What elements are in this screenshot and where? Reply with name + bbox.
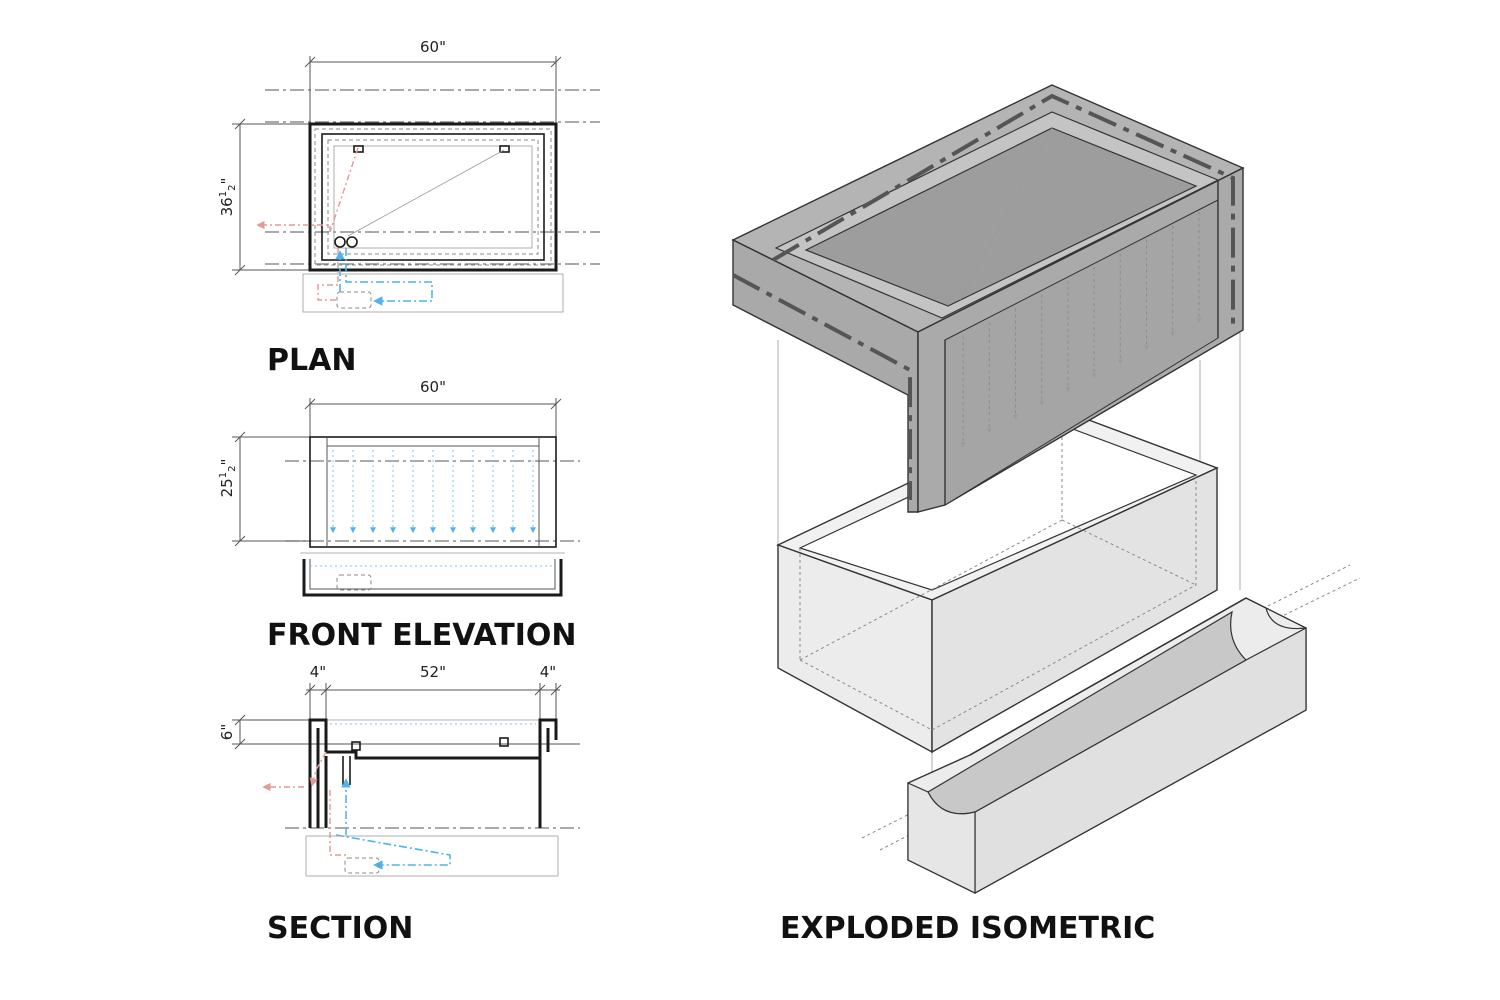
- plan-diagonal-line: [347, 149, 505, 237]
- section-title: SECTION: [267, 911, 413, 946]
- elevation-tick: [550, 398, 562, 410]
- elevation-water-curtain: [330, 450, 536, 534]
- plan-trough-outline: [302, 273, 564, 313]
- plan-pump-symbol: [336, 291, 372, 309]
- section-tick: [534, 684, 546, 696]
- plan-basin-edge: [327, 139, 539, 255]
- section-spout-fitting: [499, 737, 509, 747]
- plan-overflow-return: [317, 248, 339, 301]
- elevation-tick: [304, 398, 316, 410]
- section-tick: [320, 684, 332, 696]
- elevation-height-label: 2512": [218, 459, 238, 498]
- front-elevation-title: FRONT ELEVATION: [267, 618, 577, 653]
- elevation-pump-symbol: [336, 574, 372, 591]
- elevation-tick: [234, 431, 246, 443]
- plan-drain-circle: [346, 236, 358, 248]
- exploded-isometric-view: EXPLODED ISOMETRIC: [731, 84, 1361, 946]
- plan-tick: [304, 56, 316, 68]
- iso-cap-basin-floor: [804, 127, 1198, 307]
- section-overflow-return: [329, 790, 346, 856]
- iso-tub-hidden-edge: [931, 584, 1197, 731]
- section-right-width-label: 4": [540, 663, 556, 681]
- iso-trough-back-edge: [969, 597, 1247, 756]
- iso-cap-centerline: [771, 93, 1235, 330]
- iso-cap-diagonal: [959, 127, 1053, 301]
- section-middle-width-label: 52": [420, 663, 446, 681]
- section-right-wall: [538, 718, 558, 828]
- iso-water-streams: [960, 211, 1202, 448]
- iso-trough-far-end: [1245, 597, 1307, 630]
- section-pump-symbol: [344, 857, 380, 874]
- plan-outer-wall: [308, 122, 558, 272]
- svg-text:6": 6": [218, 724, 236, 740]
- plan-title: PLAN: [267, 343, 356, 378]
- plan-drain-circle: [334, 236, 346, 248]
- iso-cap: [731, 84, 1245, 513]
- plan-depth-label: 3612": [218, 178, 238, 217]
- plan-wall-hidden-line: [314, 128, 552, 266]
- plan-basin-floor: [333, 145, 533, 249]
- plan-tick: [234, 264, 246, 276]
- elevation-width-label: 60": [420, 378, 446, 396]
- elevation-front-face: [309, 436, 557, 548]
- plan-spout-fitting: [353, 145, 364, 153]
- section-left-wall: [308, 718, 328, 828]
- elevation-trough: [302, 559, 563, 597]
- plan-spout-fitting: [499, 145, 510, 153]
- section-tick: [234, 738, 246, 750]
- exploded-isometric-title: EXPLODED ISOMETRIC: [780, 911, 1155, 946]
- plan-overflow-arrow: [256, 220, 331, 232]
- section-overflow-path: [309, 751, 327, 787]
- plan-tick: [234, 118, 246, 130]
- svg-text:2512": 2512": [218, 459, 238, 498]
- section-view: 4" 52" 4" 6" SECTION: [218, 663, 580, 946]
- iso-tub-front-face: [931, 466, 1218, 754]
- section-tick: [304, 684, 316, 696]
- section-left-width-label: 4": [310, 663, 326, 681]
- iso-trough: [861, 564, 1361, 895]
- iso-tub: [776, 409, 1219, 754]
- section-height-label: 6": [218, 724, 236, 740]
- iso-tub-hidden-edge: [1061, 519, 1197, 586]
- elevation-tick: [234, 535, 246, 547]
- section-spout-fitting: [351, 741, 361, 751]
- iso-cap-centerline: [732, 273, 912, 500]
- iso-tub-hidden-edge: [799, 659, 933, 731]
- section-return-path: [335, 834, 451, 870]
- section-tick: [550, 684, 562, 696]
- svg-text:3612": 3612": [218, 178, 238, 217]
- plan-inner-wall: [321, 133, 545, 261]
- plan-view: 60" 3612" PLAN: [218, 38, 600, 378]
- plan-overflow-path: [329, 147, 359, 233]
- section-trough-outline: [305, 835, 559, 877]
- iso-tub-hidden-edge: [799, 519, 1063, 661]
- iso-trough-end-face: [907, 782, 976, 894]
- front-elevation-view: 60" 2512" FRONT ELEVATION: [218, 378, 580, 653]
- section-tick: [234, 714, 246, 726]
- section-basin-floor: [326, 750, 540, 760]
- elevation-trough-inner: [309, 559, 556, 590]
- plan-water-return-path: [345, 248, 433, 306]
- plan-tick: [550, 56, 562, 68]
- plan-width-label: 60": [420, 38, 446, 56]
